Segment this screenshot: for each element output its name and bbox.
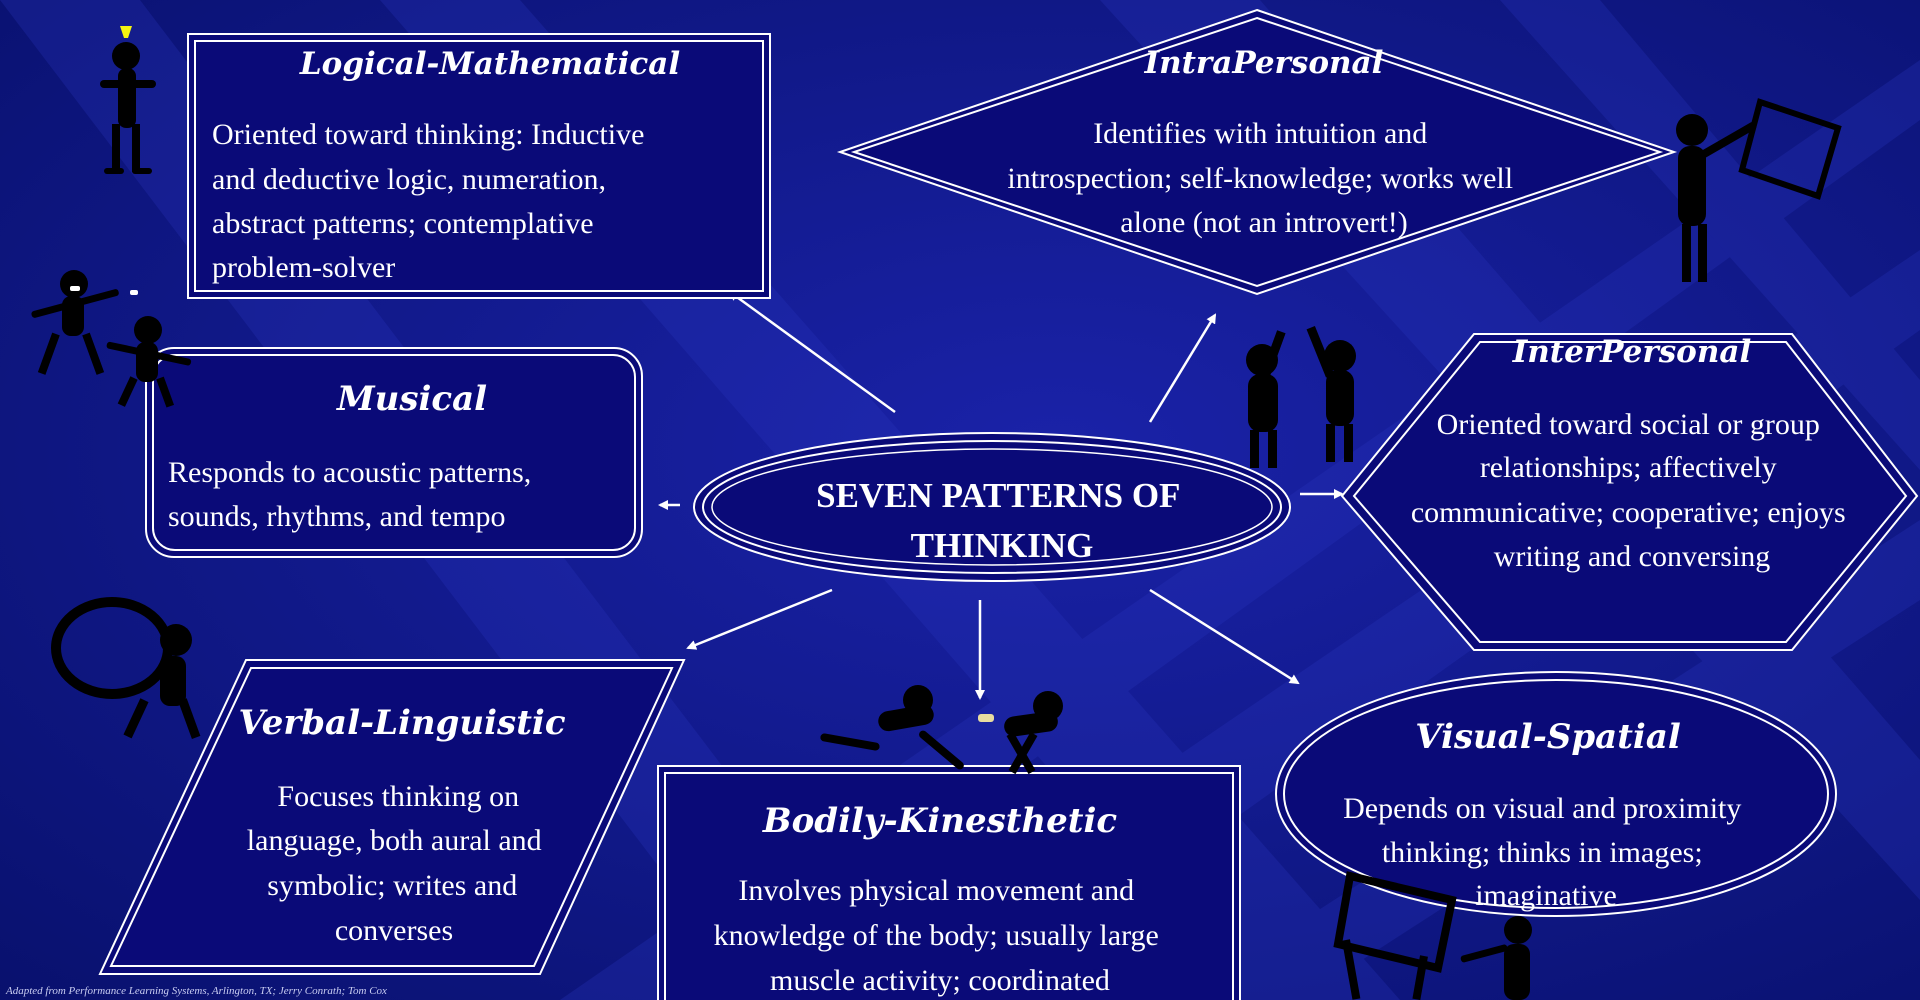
high-five-figures-icon — [1246, 326, 1356, 468]
center-title-line: THINKING — [911, 526, 1094, 565]
bodily-line: muscle activity; coordinated — [770, 964, 1110, 997]
verbal-line: converses — [335, 914, 453, 947]
verbal-line: Focuses thinking on — [277, 780, 519, 813]
interpersonal-line: Oriented toward social or group — [1437, 408, 1820, 441]
verbal-line: symbolic; writes and — [267, 869, 517, 902]
logical-line: Oriented toward thinking: Inductive — [212, 118, 644, 151]
intrapersonal-title: IntraPersonal — [1144, 45, 1384, 81]
visual-line: imaginative — [1475, 879, 1617, 912]
svg-text:Focuses thinking on la: Focuses thinking on language, both aural… — [247, 780, 549, 947]
visual-line: Depends on visual and proximity — [1343, 792, 1741, 825]
musical-line: Responds to acoustic patterns, — [168, 456, 531, 489]
logical-line: and deductive logic, numeration, — [212, 163, 606, 196]
node-bodily-kinesthetic: Bodily-Kinesthetic Involves physical mov… — [657, 765, 1241, 1000]
svg-text:Involves physical movement and: Involves physical movement and knowledge… — [714, 874, 1167, 997]
node-visual-spatial: Visual-Spatial Depends on visual and pro… — [1275, 671, 1837, 917]
lightbulb-thinker-icon — [100, 26, 156, 174]
node-intrapersonal: IntraPersonal Identifies with intuition … — [836, 8, 1678, 296]
bodily-title: Bodily-Kinesthetic — [762, 801, 1118, 841]
node-verbal-linguistic: Verbal-Linguistic Focuses thinking on la… — [98, 659, 686, 975]
node-musical: Musical Responds to acoustic patterns, s… — [145, 347, 643, 558]
credit-line: Adapted from Performance Learning System… — [5, 985, 387, 997]
svg-text:SEVEN PATTERNS OF THIN: SEVEN PATTERNS OF THINKING — [816, 476, 1188, 565]
intrapersonal-line: introspection; self-knowledge; works wel… — [1007, 162, 1513, 195]
center-title-line: SEVEN PATTERNS OF — [816, 476, 1179, 515]
verbal-title: Verbal-Linguistic — [238, 703, 565, 743]
musical-line: sounds, rhythms, and tempo — [168, 500, 506, 533]
musical-title: Musical — [336, 379, 487, 419]
node-interpersonal: InterPersonal Oriented toward social or … — [1340, 333, 1919, 651]
bodily-line: Involves physical movement and — [738, 874, 1134, 907]
easel-painter-icon — [1333, 871, 1532, 1000]
painter-figure-icon — [1676, 98, 1842, 282]
svg-text:Oriented toward social or grou: Oriented toward social or group relation… — [1411, 408, 1853, 573]
connector-arrows — [658, 290, 1344, 700]
arrow-to-verbal — [686, 588, 833, 650]
intrapersonal-line: alone (not an introvert!) — [1120, 206, 1407, 239]
logical-line: problem-solver — [212, 251, 395, 284]
visual-title: Visual-Spatial — [1415, 717, 1681, 757]
arrow-to-visual — [1149, 588, 1300, 685]
svg-text:Responds to acoustic patterns,: Responds to acoustic patterns, sounds, r… — [168, 456, 539, 533]
intrapersonal-line: Identifies with intuition and — [1093, 117, 1427, 150]
svg-text:Depends on visual and proximit: Depends on visual and proximity thinking… — [1343, 792, 1749, 912]
svg-text:Identifies with intuition and: Identifies with intuition and introspect… — [1007, 117, 1520, 239]
visual-line: thinking; thinks in images; — [1382, 836, 1703, 869]
logical-title: Logical-Mathematical — [299, 46, 680, 82]
node-logical-mathematical: Logical-Mathematical Oriented toward thi… — [187, 33, 771, 299]
logical-line: abstract patterns; contemplative — [212, 207, 594, 240]
bodily-line: knowledge of the body; usually large — [714, 919, 1159, 952]
interpersonal-title: InterPersonal — [1512, 334, 1751, 370]
svg-text:Oriented toward thinking: Indu: Oriented toward thinking: Inductive and … — [212, 118, 652, 284]
singer-figure-icon — [51, 597, 201, 739]
interpersonal-line: communicative; cooperative; enjoys — [1411, 496, 1846, 529]
arrow-to-intrapersonal — [1148, 313, 1217, 423]
arrow-to-logical — [728, 290, 896, 414]
verbal-line: language, both aural and — [247, 824, 542, 857]
center-node: SEVEN PATTERNS OF THINKING — [693, 432, 1291, 582]
interpersonal-line: relationships; affectively — [1480, 451, 1777, 484]
dancing-figures-icon — [31, 270, 192, 408]
runners-relay-icon — [820, 685, 1063, 775]
interpersonal-line: writing and conversing — [1494, 540, 1771, 573]
